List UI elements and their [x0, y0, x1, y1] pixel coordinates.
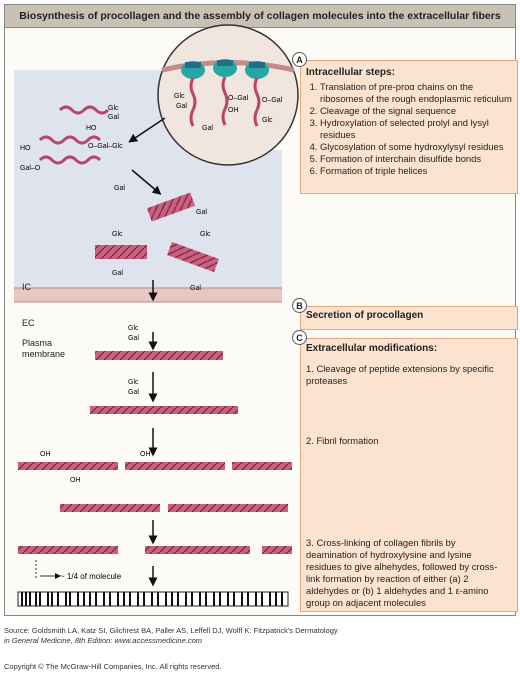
process-arrow	[131, 169, 162, 195]
intracellular-steps-list: Translation of pre-proα chains on the ri…	[306, 81, 512, 177]
step-item: Translation of pre-proα chains on the ri…	[320, 81, 512, 105]
sugar-label: Gal	[190, 285, 201, 292]
crosslinked-fibril	[145, 546, 250, 554]
crosslinked-fibril	[18, 546, 118, 554]
panel-extracellular: Extracellular modifications: 1. Cleavage…	[300, 338, 518, 612]
procollagen-diagram: Glc Gal O–Gal O–Gal Glc Gal OH Glc Gal H…	[14, 24, 299, 607]
ribosome	[213, 59, 237, 77]
collagen-fibril	[60, 504, 160, 512]
panel-c-heading: Extracellular modifications:	[306, 343, 438, 354]
extracellular-step-1: 1. Cleavage of peptide extensions by spe…	[306, 363, 494, 386]
ribosome-zoom-circle	[157, 24, 299, 166]
sugar-label: O–Gal	[262, 97, 283, 104]
panel-b-heading: Secretion of procollagen	[306, 310, 424, 321]
extracellular-step-3: 3. Cross-linking of collagen fibrils by …	[306, 537, 498, 608]
extracellular-step-2: 2. Fibril formation	[306, 435, 379, 446]
collagen-fibril	[18, 462, 118, 470]
ribosome	[181, 61, 205, 79]
panel-b-badge: B	[292, 298, 307, 313]
hydroxyl-label: OH	[70, 477, 81, 484]
sugar-label: Gal	[202, 125, 213, 132]
sugar-label: Glc	[112, 231, 123, 238]
step-item: Formation of interchain disulfide bonds	[320, 153, 512, 165]
triple-helix	[95, 245, 147, 259]
sugar-label: O–Gal–Glc	[88, 143, 123, 150]
step-item: Formation of triple helices	[320, 165, 512, 177]
hydroxyl-label: OH	[140, 451, 151, 458]
source-line-2: in General Medicine, 8th Edition: www.ac…	[4, 636, 203, 645]
collagen-molecule	[90, 406, 238, 414]
ec-label: EC	[22, 318, 35, 328]
sugar-label: Gal	[108, 114, 119, 121]
panel-secretion: Secretion of procollagen	[300, 306, 518, 330]
sugar-label: Gal	[114, 185, 125, 192]
step-item: Cleavage of the signal sequence	[320, 105, 512, 117]
hydroxyl-label: OH	[40, 451, 51, 458]
hydroxyl-label: OH	[228, 107, 239, 114]
sugar-label: Gal	[128, 389, 139, 396]
ic-label: IC	[22, 282, 31, 292]
plasma-membrane	[14, 288, 282, 302]
pro-alpha-chain	[38, 135, 102, 145]
step-item: Hydroxylation of selected prolyl and lys…	[320, 117, 512, 141]
pro-alpha-chain	[38, 155, 102, 165]
pro-alpha-chain	[58, 105, 110, 115]
panel-a-badge: A	[292, 52, 307, 67]
triple-helix	[167, 241, 219, 273]
sugar-label: Glc	[200, 231, 211, 238]
sugar-label: Glc	[262, 117, 273, 124]
source-line-1: Source: Goldsmith LA, Katz SI, Gilchrest…	[4, 626, 338, 635]
collagen-fibril	[232, 462, 292, 470]
plasma-membrane-label: Plasma membrane	[22, 338, 66, 359]
sugar-label: Gal	[196, 209, 207, 216]
sugar-label: Gal	[176, 103, 187, 110]
panel-a-heading: Intracellular steps:	[306, 67, 395, 78]
process-arrow	[128, 117, 166, 143]
panel-intracellular: Intracellular steps: Translation of pre-…	[300, 60, 518, 194]
sugar-label: Glc	[108, 105, 119, 112]
fiber-banding	[21, 592, 283, 606]
ribosome	[245, 61, 269, 79]
triple-helix	[146, 192, 196, 222]
sugar-label: Glc	[128, 325, 139, 332]
sugar-label: O–Gal	[228, 95, 249, 102]
hydroxyl-label: HO	[20, 145, 31, 152]
sugar-label: Glc	[128, 379, 139, 386]
sugar-label: Gal	[128, 335, 139, 342]
crosslinked-fibril	[262, 546, 292, 554]
hydroxyl-label: HO	[86, 125, 97, 132]
quarter-molecule-label: ~ 1/4 of molecule	[60, 572, 122, 581]
sugar-label: Gal–O	[20, 165, 41, 172]
copyright: Copyright © The McGraw-Hill Companies, I…	[4, 662, 222, 671]
collagen-fibril	[168, 504, 288, 512]
collagen-fibril	[125, 462, 225, 470]
panel-c-badge: C	[292, 330, 307, 345]
sugar-label: Glc	[174, 93, 185, 100]
procollagen-molecule	[95, 351, 223, 360]
step-item: Glycosylation of some hydroxylysyl resid…	[320, 141, 512, 153]
figure-title: Biosynthesis of procollagen and the asse…	[5, 5, 515, 28]
sugar-label: Gal	[112, 270, 123, 277]
